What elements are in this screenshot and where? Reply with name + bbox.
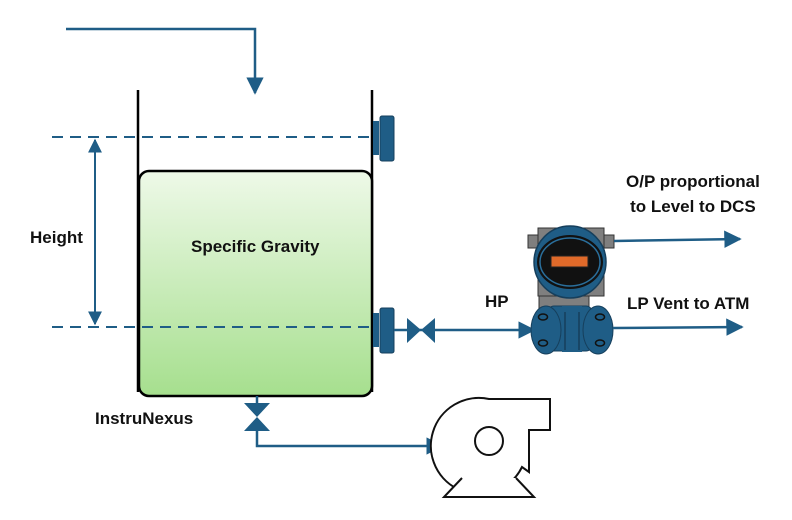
isolation-valve-icon xyxy=(407,318,435,343)
liquid-body xyxy=(137,169,374,398)
lower-nozzle-flange xyxy=(373,307,395,354)
pump-icon xyxy=(429,396,551,498)
drain-valve-icon xyxy=(244,396,270,431)
hp-label: HP xyxy=(485,292,509,311)
inlet-pipe xyxy=(66,27,264,95)
output-signal-label: O/P proportional to Level to DCS xyxy=(626,169,760,219)
dp-transmitter-icon xyxy=(527,225,615,355)
output-signal-arrow xyxy=(613,230,742,248)
output-signal-line2: to Level to DCS xyxy=(630,197,756,216)
lp-vent-label: LP Vent to ATM xyxy=(627,294,750,313)
specific-gravity-label: Specific Gravity xyxy=(191,237,320,256)
output-signal-line1: O/P proportional xyxy=(626,172,760,191)
brand-label: InstruNexus xyxy=(95,409,194,428)
upper-nozzle-flange xyxy=(373,115,395,162)
lp-vent-arrow xyxy=(612,318,744,336)
pump-suction-line xyxy=(255,431,444,455)
height-label: Height xyxy=(30,228,83,247)
